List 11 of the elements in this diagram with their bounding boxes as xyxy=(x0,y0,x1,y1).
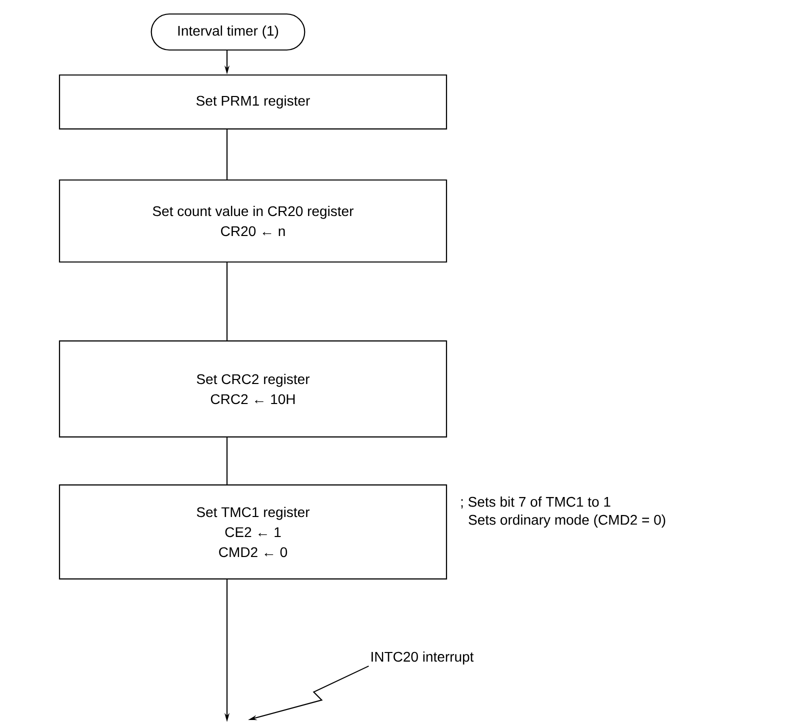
connector-line xyxy=(226,130,228,180)
process-box: Set TMC1 register CE2 ← 1 CMD2 ← 0 xyxy=(58,484,448,580)
interrupt-label: INTC20 interrupt xyxy=(372,651,474,664)
comment-text: Sets ordinary mode (CMD2 = 0) xyxy=(468,514,666,528)
process-box: Set CRC2 register CRC2 ← 10H xyxy=(58,340,448,438)
process-box: Set count value in CR20 register CR20 ← n xyxy=(58,179,448,263)
connector-line xyxy=(226,262,228,340)
connector-line xyxy=(226,438,228,484)
terminal-box: Interval timer (1) xyxy=(150,13,306,51)
process-box: Set PRM1 register xyxy=(58,74,448,130)
comment-text: ; Sets bit 7 of TMC1 to 1 xyxy=(461,496,610,508)
